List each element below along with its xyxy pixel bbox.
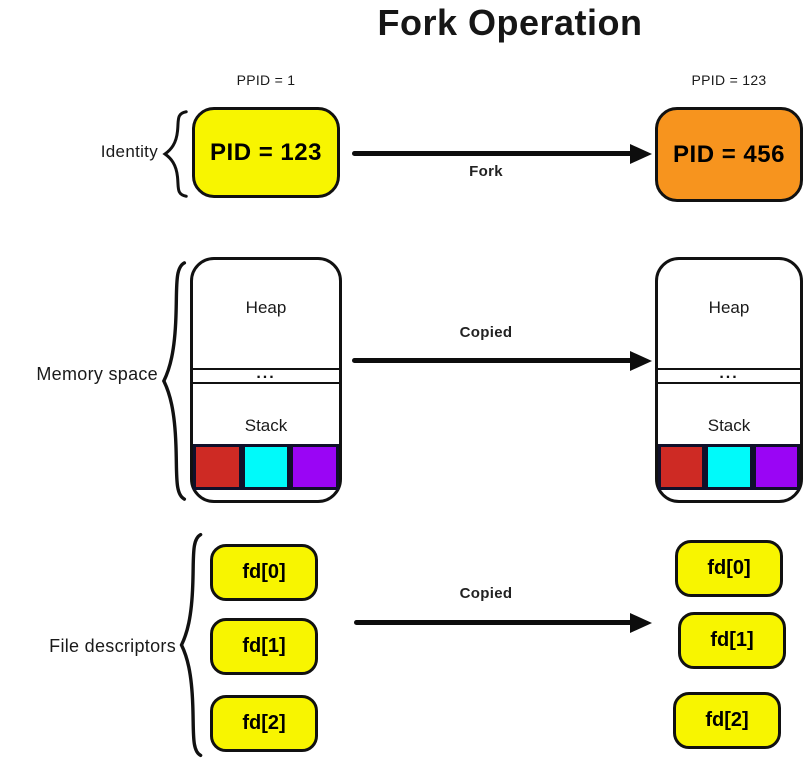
stack-label: Stack — [707, 416, 751, 435]
parent-fd2-box: fd[2] — [210, 695, 318, 752]
identity-brace-icon — [160, 110, 190, 198]
fd-copied-arrow-line — [354, 620, 634, 625]
segment-red — [193, 444, 242, 490]
parent-pid-box: PID = 123 — [192, 107, 340, 198]
segment-purple — [290, 444, 340, 490]
diagram-title: Fork Operation — [377, 2, 643, 43]
fd-copied-arrowhead-icon — [630, 613, 652, 633]
fd2-label: fd[2] — [242, 712, 286, 734]
fd1-label: fd[1] — [242, 635, 286, 657]
fd-brace-icon — [177, 530, 204, 760]
segment-cyan — [705, 444, 753, 490]
fork-arrowhead-icon — [630, 144, 652, 164]
parent-pid-value: PID = 123 — [210, 138, 322, 166]
child-pid-value: PID = 456 — [673, 140, 785, 168]
fd-copied-label: Copied — [459, 585, 513, 602]
parent-ppid: PPID = 1 — [236, 72, 296, 88]
fd0-label: fd[0] — [242, 561, 286, 583]
memory-divider: ... — [658, 365, 800, 384]
parent-memory-box: Heap ... Stack — [190, 257, 342, 503]
child-fd2-box: fd[2] — [673, 692, 781, 749]
memory-copied-arrow — [352, 351, 652, 371]
heap-label: Heap — [708, 298, 750, 317]
ellipsis: ... — [256, 365, 276, 382]
segment-red — [658, 444, 706, 490]
fd-copied-arrow — [354, 613, 652, 633]
fd1-label: fd[1] — [710, 629, 754, 651]
fork-arrow-label: Fork — [469, 163, 503, 180]
fd2-label: fd[2] — [705, 709, 749, 731]
heap-label: Heap — [245, 298, 287, 317]
memory-copied-arrowhead-icon — [630, 351, 652, 371]
memory-copied-label: Copied — [459, 324, 513, 341]
memory-brace-icon — [159, 258, 188, 504]
fork-arrow — [352, 144, 652, 164]
fd0-label: fd[0] — [707, 557, 751, 579]
segment-purple — [752, 444, 800, 490]
child-memory-box: Heap ... Stack — [655, 257, 803, 503]
child-pid-box: PID = 456 — [655, 107, 803, 202]
child-fd0-box: fd[0] — [675, 540, 783, 597]
memory-space-label: Memory space — [36, 364, 158, 384]
identity-label: Identity — [100, 142, 158, 161]
ellipsis: ... — [719, 365, 739, 382]
file-descriptors-label: File descriptors — [49, 636, 176, 656]
stack-segments — [658, 444, 800, 490]
parent-fd0-box: fd[0] — [210, 544, 318, 601]
fork-arrow-line — [352, 151, 634, 156]
child-ppid: PPID = 123 — [691, 72, 767, 88]
memory-divider: ... — [193, 365, 339, 384]
child-fd1-box: fd[1] — [678, 612, 786, 669]
stack-segments — [193, 444, 340, 490]
memory-copied-arrow-line — [352, 358, 634, 363]
segment-cyan — [241, 444, 291, 490]
parent-fd1-box: fd[1] — [210, 618, 318, 675]
stack-label: Stack — [244, 416, 288, 435]
